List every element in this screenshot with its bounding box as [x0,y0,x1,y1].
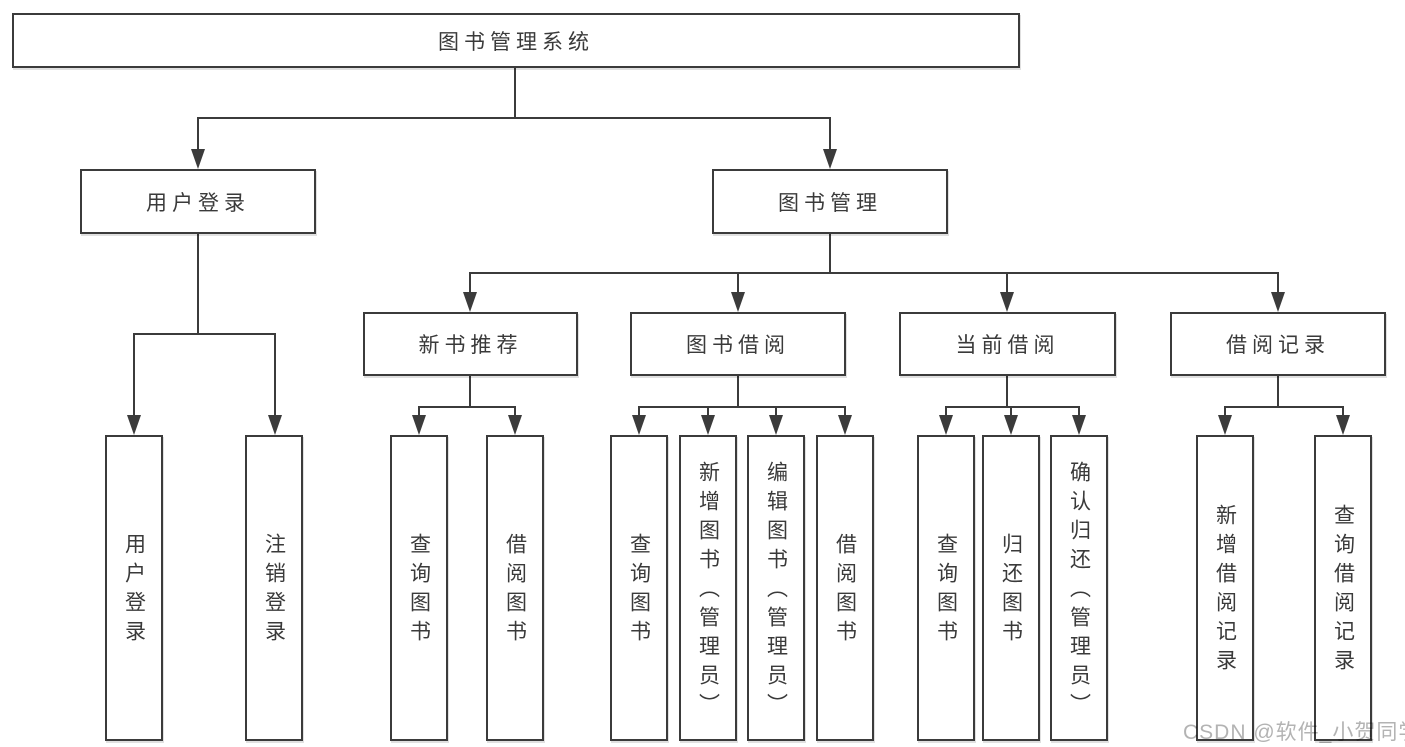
arrowhead-icon [1072,415,1086,435]
edge [1224,406,1226,419]
leaf-query-borrow-record-label: 查询借阅记录 [1331,504,1355,678]
edge [418,406,516,408]
leaf-return-books-label: 归还图书 [999,533,1023,649]
edge [737,376,739,408]
node-book-management-label: 图书管理 [778,191,882,215]
edge [197,234,199,335]
node-current-borrow-label: 当前借阅 [955,334,1060,357]
edge [418,406,420,419]
node-user-login: 用户登录 [80,169,316,234]
edge [133,333,276,335]
edge [844,406,846,419]
arrowhead-icon [701,415,715,435]
edge [737,272,739,296]
edge [1006,272,1008,296]
edge [197,117,831,119]
edge [1224,406,1344,408]
leaf-add-books-admin: 新增图书（管理员） [679,435,737,741]
edge [133,333,135,419]
node-root: 图书管理系统 [12,13,1020,68]
leaf-borrow-books-1: 借阅图书 [486,435,544,741]
edge [775,406,777,419]
leaf-borrow-books-2: 借阅图书 [816,435,874,741]
leaf-logout: 注销登录 [245,435,303,741]
leaf-query-borrow-record: 查询借阅记录 [1314,435,1372,741]
arrowhead-icon [838,415,852,435]
arrowhead-icon [1271,292,1285,312]
node-new-book-recommend: 新书推荐 [363,312,578,376]
node-book-management: 图书管理 [712,169,948,234]
leaf-user-login: 用户登录 [105,435,163,741]
edge [469,272,471,296]
arrowhead-icon [1218,415,1232,435]
arrowhead-icon [508,415,522,435]
leaf-query-books-3-label: 查询图书 [934,533,958,649]
leaf-logout-label: 注销登录 [262,533,286,649]
edge [469,272,1279,274]
csdn-watermark: CSDN @软件_小贺同学 [1183,721,1405,744]
arrowhead-icon [769,415,783,435]
arrowhead-icon [463,292,477,312]
leaf-query-books-1: 查询图书 [390,435,448,741]
leaf-query-books-1-label: 查询图书 [407,533,431,649]
node-book-borrow-label: 图书借阅 [686,334,790,357]
leaf-add-books-admin-label: 新增图书（管理员） [696,460,720,722]
node-book-borrow: 图书借阅 [630,312,846,376]
arrowhead-icon [1000,292,1014,312]
arrowhead-icon [632,415,646,435]
leaf-add-borrow-record-label: 新增借阅记录 [1213,504,1237,678]
edge [829,117,831,153]
node-root-label: 图书管理系统 [438,30,594,54]
leaf-edit-books-admin: 编辑图书（管理员） [747,435,805,741]
edge [514,406,516,419]
edge [197,117,199,153]
arrowhead-icon [823,149,837,169]
node-user-login-label: 用户登录 [146,191,250,215]
edge [274,333,276,419]
edge [1078,406,1080,419]
edge [1277,272,1279,296]
leaf-confirm-return-admin: 确认归还（管理员） [1050,435,1108,741]
leaf-query-books-2: 查询图书 [610,435,668,741]
leaf-borrow-books-1-label: 借阅图书 [503,533,527,649]
arrowhead-icon [127,415,141,435]
edge [469,376,471,408]
arrowhead-icon [939,415,953,435]
node-borrow-records: 借阅记录 [1170,312,1386,376]
edge [945,406,947,419]
edge [707,406,709,419]
leaf-user-login-label: 用户登录 [122,533,146,649]
leaf-edit-books-admin-label: 编辑图书（管理员） [764,460,788,722]
edge [1006,376,1008,408]
leaf-query-books-3: 查询图书 [917,435,975,741]
arrowhead-icon [268,415,282,435]
edge [638,406,640,419]
edge [1010,406,1012,419]
arrowhead-icon [731,292,745,312]
edge [638,406,846,408]
arrowhead-icon [1004,415,1018,435]
edge [1277,376,1279,408]
arrowhead-icon [1336,415,1350,435]
leaf-confirm-return-admin-label: 确认归还（管理员） [1067,460,1091,722]
edge [829,234,831,274]
leaf-return-books: 归还图书 [982,435,1040,741]
leaf-add-borrow-record: 新增借阅记录 [1196,435,1254,741]
leaf-borrow-books-2-label: 借阅图书 [833,533,857,649]
leaf-query-books-2-label: 查询图书 [627,533,651,649]
edge [514,66,516,119]
arrowhead-icon [191,149,205,169]
edge [945,406,1080,408]
node-new-book-recommend-label: 新书推荐 [418,334,523,357]
edge [1342,406,1344,419]
node-current-borrow: 当前借阅 [899,312,1116,376]
node-borrow-records-label: 借阅记录 [1226,334,1330,357]
arrowhead-icon [412,415,426,435]
